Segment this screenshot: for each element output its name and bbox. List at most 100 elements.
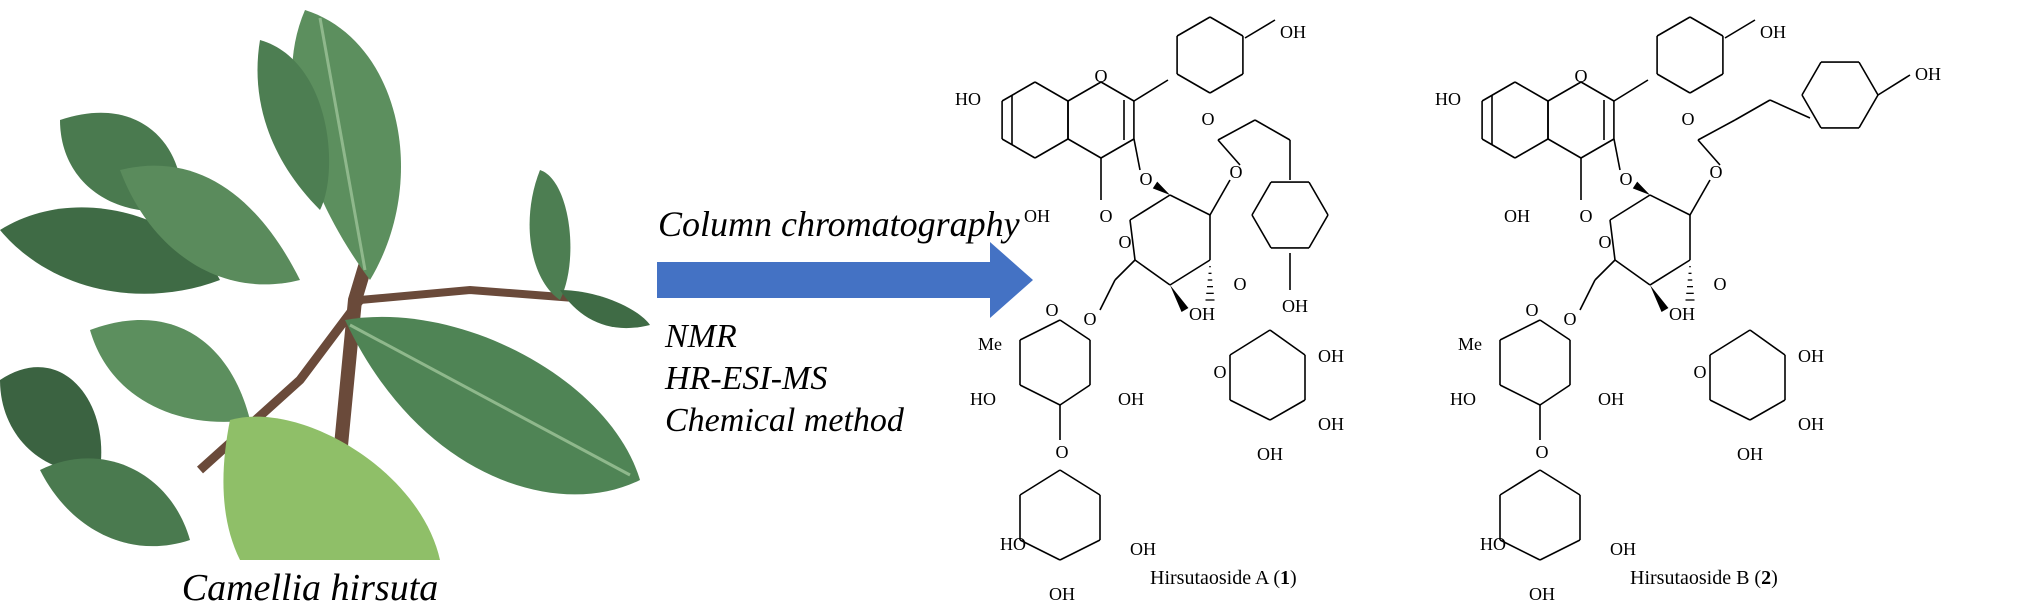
atom-label: OH — [1280, 22, 1306, 42]
bond — [1749, 329, 1786, 356]
atom-label: O — [1140, 169, 1153, 189]
atom-label: O — [1599, 232, 1612, 252]
atom-label: OH — [1798, 414, 1824, 434]
bond — [1734, 99, 1771, 121]
wedge-bond — [1170, 285, 1189, 313]
bond — [1697, 119, 1736, 141]
bond — [1251, 214, 1272, 249]
atom-label: HO — [955, 89, 981, 109]
bond — [1656, 73, 1691, 94]
atom-label: HO — [1000, 534, 1026, 554]
atom-label: OH — [1118, 389, 1144, 409]
wedge-bond — [1632, 181, 1650, 195]
bond — [1133, 79, 1169, 102]
bond — [1034, 81, 1069, 102]
bond — [1709, 399, 1751, 421]
atom-label: OH — [1318, 414, 1344, 434]
bond — [1129, 219, 1136, 261]
atom-label: OH — [1610, 539, 1636, 559]
bond — [1059, 319, 1091, 341]
atom-label: O — [1564, 309, 1577, 329]
atom-label: O — [1234, 274, 1247, 294]
leaf — [0, 367, 102, 472]
atom-label: HO — [970, 389, 996, 409]
bond — [1019, 319, 1061, 341]
compound-1-name: Hirsutaoside A (1) — [1150, 567, 1297, 589]
bond — [1613, 138, 1621, 171]
atom-label: O — [1575, 66, 1588, 86]
bond — [1217, 119, 1256, 141]
wedge-bond — [1152, 181, 1170, 195]
atom-label: O — [1119, 232, 1132, 252]
atom-label: OH — [1130, 539, 1156, 559]
bond — [1254, 119, 1291, 141]
leaf — [120, 165, 300, 285]
atom-label: OH — [1598, 389, 1624, 409]
bond — [1059, 539, 1101, 561]
bond — [1594, 259, 1616, 281]
atom-label: HO — [1435, 89, 1461, 109]
plant-caption: Camellia hirsuta — [181, 567, 439, 609]
bond — [1656, 16, 1691, 37]
bond — [1689, 73, 1724, 94]
atom-label: O — [1046, 300, 1059, 320]
leaf — [90, 320, 250, 422]
bond — [1176, 73, 1211, 94]
compound-2-name: Hirsutaoside B (2) — [1630, 567, 1778, 589]
bond — [1697, 139, 1721, 166]
bond — [1169, 194, 1211, 216]
bond — [1129, 194, 1171, 221]
atom-label: OH — [1737, 444, 1763, 464]
bond — [1001, 138, 1036, 159]
bond — [1034, 138, 1069, 159]
bond — [1067, 138, 1102, 159]
bond — [1100, 81, 1135, 102]
leaf — [291, 10, 401, 280]
method-column-chromatography: Column chromatography — [658, 204, 1020, 244]
bond — [1269, 329, 1306, 356]
atom-label: Me — [978, 334, 1002, 354]
atom-label: OH — [1669, 304, 1695, 324]
atom-label: Me — [1458, 334, 1482, 354]
atom-label: O — [1682, 109, 1695, 129]
bond — [1514, 138, 1549, 159]
atom-label: O — [1100, 206, 1113, 226]
leaf — [529, 170, 571, 300]
bond — [1613, 79, 1649, 102]
atom-label: HO — [1450, 389, 1476, 409]
atom-label: OH — [1189, 304, 1215, 324]
bond — [1134, 259, 1171, 286]
bond — [1514, 81, 1549, 102]
bond — [1100, 138, 1135, 159]
bond — [1019, 469, 1061, 496]
bond — [1019, 384, 1061, 406]
method-nmr: NMR — [665, 318, 737, 355]
arrow-shape — [657, 242, 1033, 318]
bond — [1308, 181, 1329, 216]
atom-label: OH — [1318, 346, 1344, 366]
atom-label: OH — [1798, 346, 1824, 366]
bond — [1539, 539, 1581, 561]
atom-label: OH — [1257, 444, 1283, 464]
atom-label: O — [1526, 300, 1539, 320]
atom-label: OH — [1024, 206, 1050, 226]
camellia-hirsuta-plant-image — [0, 10, 650, 560]
process-arrow — [657, 242, 1033, 318]
atom-label: O — [1095, 66, 1108, 86]
bond — [1614, 259, 1651, 286]
bond — [1059, 384, 1091, 406]
bond — [1547, 138, 1582, 159]
bond — [1801, 94, 1822, 129]
atom-label: HO — [1480, 534, 1506, 554]
leaf — [223, 416, 440, 560]
bond — [1217, 139, 1241, 166]
bond — [1801, 61, 1822, 96]
leaf — [560, 290, 650, 329]
leaf — [40, 458, 190, 547]
bond — [1229, 399, 1271, 421]
bond — [1209, 73, 1244, 94]
bond — [1067, 81, 1102, 102]
atom-label: O — [1710, 162, 1723, 182]
bond — [1019, 539, 1061, 561]
